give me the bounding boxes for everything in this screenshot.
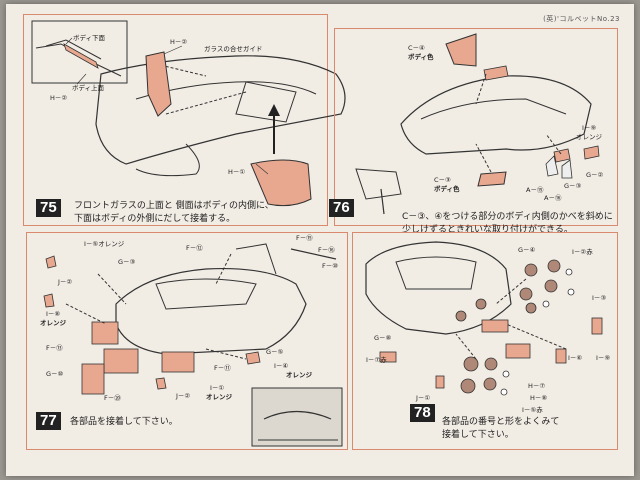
label-g3: G－③ bbox=[118, 258, 136, 266]
step-77-drawing bbox=[43, 243, 343, 447]
label-h7: H－⑦ bbox=[528, 382, 546, 390]
label-i2: I－②赤 bbox=[572, 248, 593, 256]
label-f15: F－⑮ bbox=[296, 234, 313, 242]
label-i7: I－⑦赤 bbox=[366, 356, 387, 364]
step-76-number: 76 bbox=[329, 199, 354, 217]
label-i8: I－⑧ bbox=[46, 310, 61, 318]
step-75-frame bbox=[23, 14, 328, 226]
label-c3-color: ボディ色 bbox=[434, 185, 460, 193]
label-c4-color: ボディ色 bbox=[408, 53, 434, 61]
label-i6: I－⑥ bbox=[568, 354, 583, 362]
label-c4: C－④ bbox=[408, 44, 425, 52]
label-i9: I－⑨ bbox=[582, 124, 597, 132]
step-77-number: 77 bbox=[36, 412, 61, 430]
label-f13: F－⑬ bbox=[46, 344, 63, 352]
label-h1: H－① bbox=[228, 168, 246, 176]
label-g4: G－④ bbox=[518, 246, 536, 254]
label-g2: G－② bbox=[586, 171, 604, 179]
step-75-drawing bbox=[31, 20, 346, 207]
label-i3: I－③ bbox=[592, 294, 607, 302]
label-f20: F－⑳ bbox=[104, 394, 121, 402]
label-i5-red: I－⑤赤 bbox=[522, 406, 543, 414]
label-body-lower: ボディ下面 bbox=[73, 34, 106, 42]
step-78-number: 78 bbox=[410, 404, 435, 422]
label-i5: I－⑤オレンジ bbox=[84, 240, 125, 248]
step-76-frame bbox=[334, 28, 618, 226]
label-a16: A－⑯ bbox=[544, 194, 562, 202]
label-i4-color: オレンジ bbox=[286, 371, 312, 379]
label-i1: I－① bbox=[210, 384, 225, 392]
label-h2-left: H－② bbox=[50, 94, 68, 102]
step-75-note: フロントガラスの上面と 側面はボディの内側に、 下面はボディの外側にだして接着す… bbox=[74, 201, 274, 224]
label-body-upper: ボディ上面 bbox=[72, 84, 105, 92]
label-f10: F－⑩ bbox=[322, 262, 339, 270]
label-f11: F－⑪ bbox=[214, 364, 231, 372]
step-78-note: 各部品の番号と形をよくみて 接着して下さい。 bbox=[442, 417, 560, 440]
label-c3: C－③ bbox=[434, 176, 451, 184]
step-78-drawing bbox=[365, 241, 603, 396]
label-i8-color: オレンジ bbox=[40, 319, 66, 327]
label-a15: A－⑮ bbox=[526, 186, 544, 194]
label-i1-color: オレンジ bbox=[206, 393, 232, 401]
label-i9-color: オレンジ bbox=[576, 133, 602, 141]
label-g5: G－⑤ bbox=[266, 348, 284, 356]
step-76-note: C－③、④をつける部分のボディ内側のかべを斜めに 少しけずるときれいな取り付けが… bbox=[402, 212, 613, 235]
label-j2a: J－② bbox=[58, 278, 73, 286]
step-76-drawing bbox=[355, 33, 600, 215]
label-g10: G－⑩ bbox=[46, 370, 64, 378]
step-77-frame bbox=[26, 232, 348, 450]
label-h8: H－⑧ bbox=[530, 394, 548, 402]
step-77-note: 各部品を接着して下さい。 bbox=[70, 417, 178, 427]
label-glass-guide: ガラスの合せガイド bbox=[204, 45, 263, 53]
instruction-page: (英)'コルベットNo.23 75 フロントガラスの上面と 側面はボディの内側に… bbox=[6, 4, 634, 476]
label-g3: G－③ bbox=[564, 182, 582, 190]
step-75-number: 75 bbox=[36, 199, 61, 217]
label-g8: G－⑧ bbox=[374, 334, 392, 342]
label-f12: F－⑫ bbox=[186, 244, 203, 252]
step-78-frame bbox=[352, 232, 618, 450]
label-f16: F－⑯ bbox=[318, 246, 335, 254]
label-i9: I－⑨ bbox=[596, 354, 611, 362]
label-h2-top: H－② bbox=[170, 38, 188, 46]
label-i4: I－④ bbox=[274, 362, 289, 370]
page-number: (英)'コルベットNo.23 bbox=[543, 15, 620, 23]
label-j2b: J－② bbox=[176, 392, 191, 400]
label-j1: J－① bbox=[416, 394, 431, 402]
